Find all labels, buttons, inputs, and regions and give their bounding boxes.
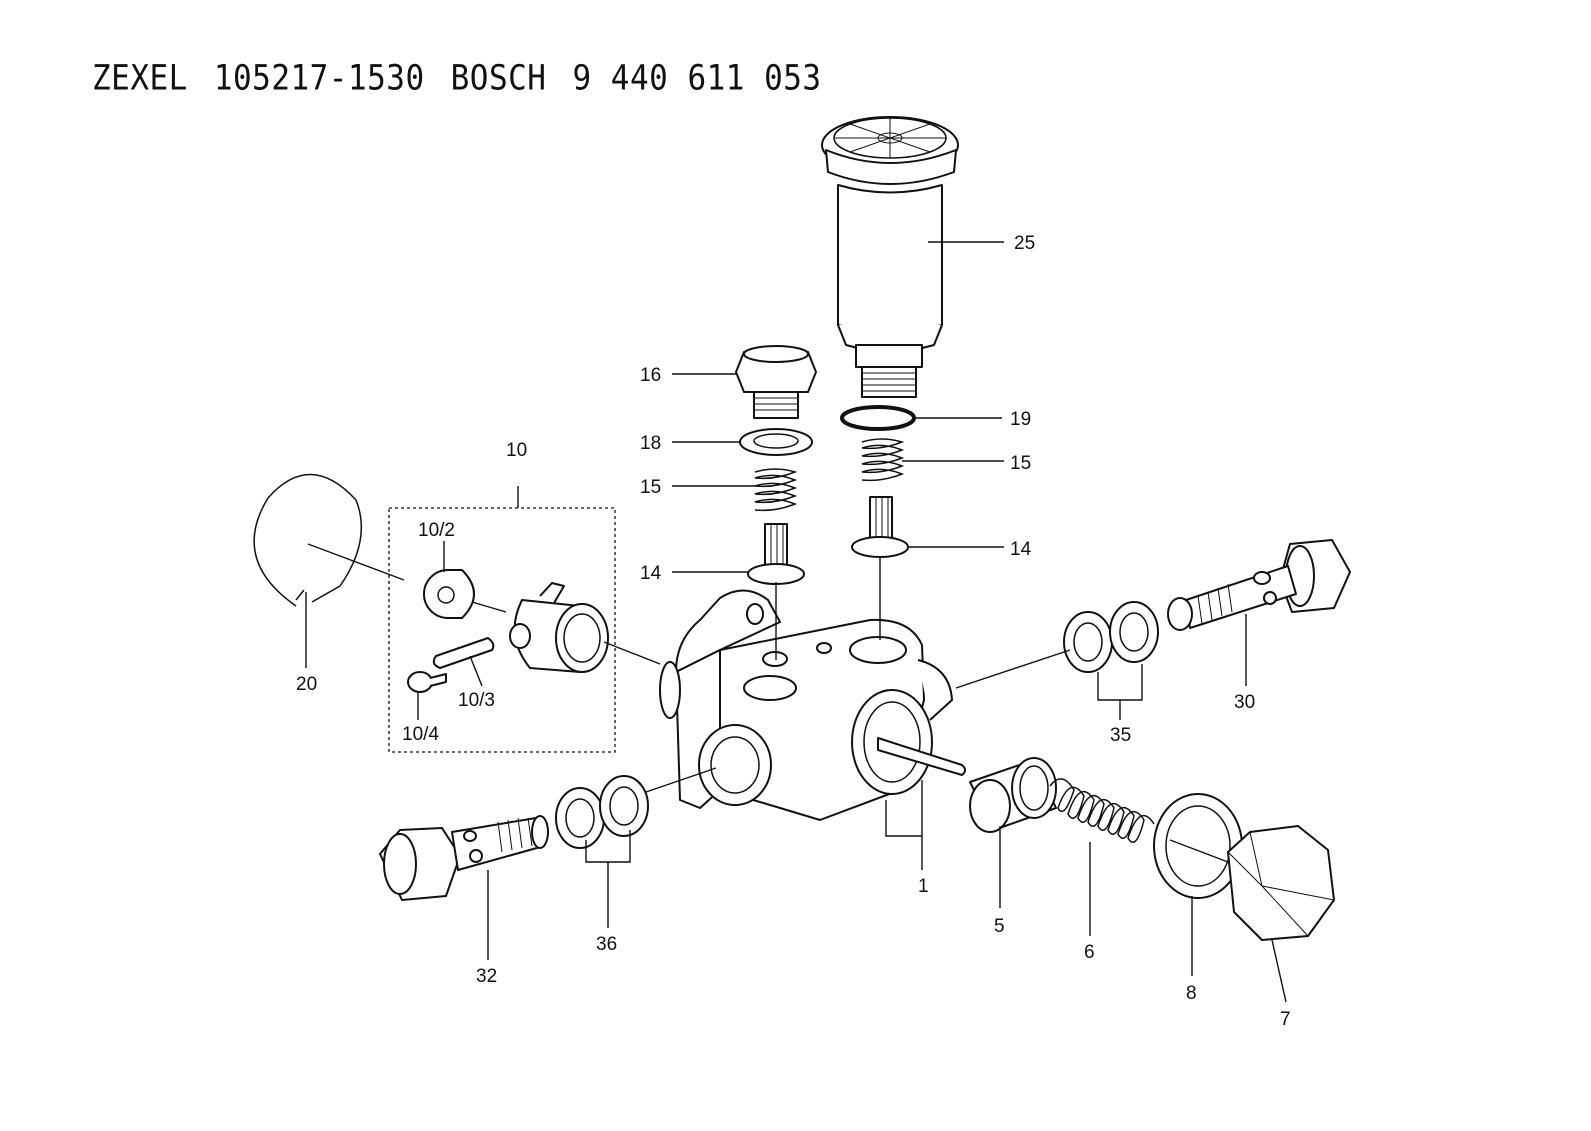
maker-zexel: ZEXEL [92,58,188,99]
callout-10-3: 10/3 [458,690,495,711]
part-10-2-roller [423,569,475,619]
part-30-banjo-bolt [1167,539,1351,631]
part-32-banjo-bolt [379,815,549,901]
part-10-3-pin [432,637,495,669]
part-number-bosch: 9 440 611 053 [572,58,822,99]
part-19-o-ring [840,405,916,431]
callout-14-right: 14 [1010,539,1032,560]
callout-15-right: 15 [1010,453,1031,474]
callout-5: 5 [994,916,1005,937]
diagram-title: ZEXEL 105217-1530 BOSCH 9 440 611 053 [92,58,848,98]
part-10-4-pin [407,671,447,693]
leader-lines [305,241,1287,1003]
part-10-group-box [388,507,616,753]
callout-20: 20 [296,674,317,695]
callout-15-left: 15 [640,477,661,498]
callout-14-left: 14 [640,563,662,584]
part-18-washer [739,428,813,456]
callout-25: 25 [1014,233,1035,254]
part-35-washers [1063,601,1159,673]
callout-18: 18 [640,433,661,454]
part-6-spring [1049,778,1155,843]
part-15-spring-left [754,468,798,512]
part-1-pump-body [659,589,966,821]
callout-1: 1 [918,876,929,897]
part-14-valve-left [747,523,805,585]
part-8-gasket [1153,793,1243,899]
part-7-screw-plug [1227,825,1335,941]
part-25-hand-primer [821,116,959,398]
part-number-zexel: 105217-1530 [213,58,425,99]
part-36-washers [555,775,649,849]
callout-10-2: 10/2 [418,520,455,541]
part-5-piston [969,757,1057,833]
callout-10-4: 10/4 [402,724,439,745]
callout-19: 19 [1010,409,1031,430]
part-15-spring-right [861,438,905,482]
callout-16: 16 [640,365,661,386]
maker-bosch: BOSCH [450,58,547,99]
callout-7: 7 [1280,1009,1291,1030]
callout-6: 6 [1084,942,1095,963]
part-20-snap-ring [253,473,363,607]
callout-35: 35 [1110,725,1131,746]
part-10-tappet [509,582,609,673]
callout-32: 32 [476,966,497,987]
callout-10: 10 [506,440,527,461]
part-14-valve-right [851,496,909,558]
callout-8: 8 [1186,983,1197,1004]
callout-36: 36 [596,934,617,955]
callout-30: 30 [1234,692,1255,713]
part-16-plug-screw [735,345,817,419]
